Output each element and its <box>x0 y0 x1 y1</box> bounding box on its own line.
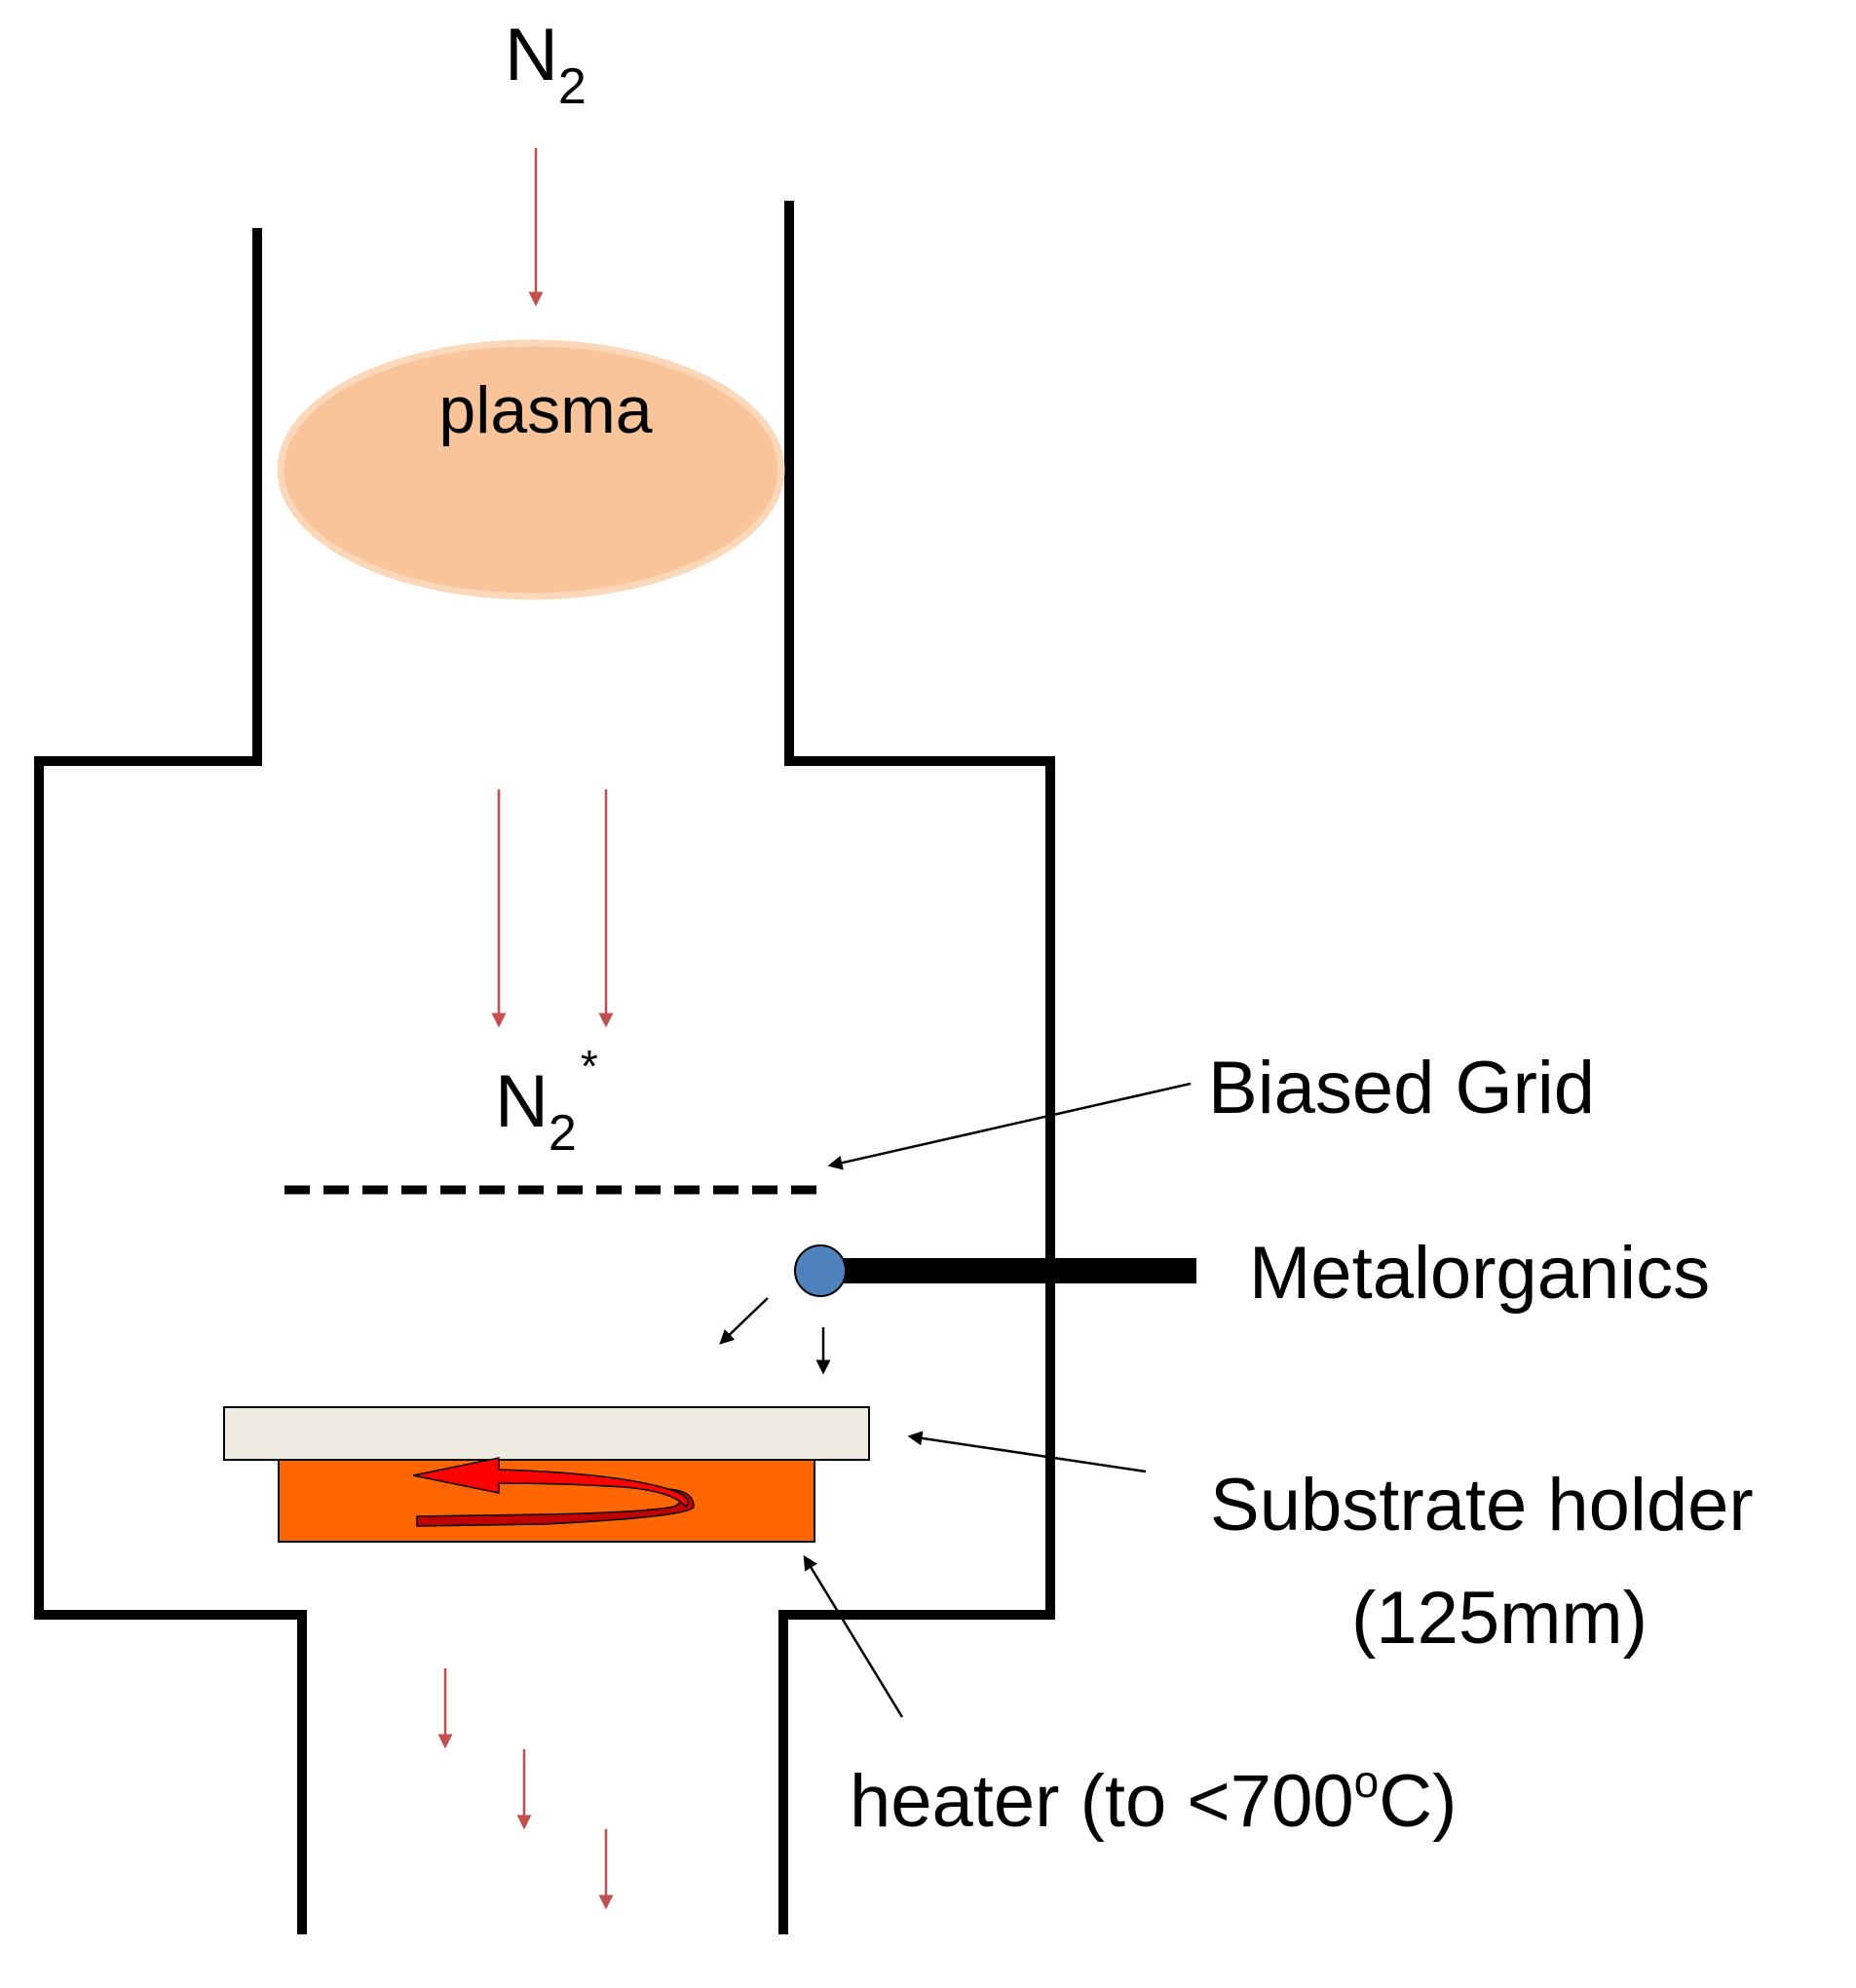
substrate-holder-label-line1: Substrate holder <box>1210 1464 1754 1547</box>
metalorganics-label: Metalorganics <box>1249 1232 1710 1315</box>
right-wall <box>778 201 1055 1934</box>
biased-grid-pointer <box>827 1082 1192 1170</box>
metalorganics-nozzle <box>794 1244 847 1297</box>
plasma-label: plasma <box>438 373 652 447</box>
left-wall <box>34 228 307 1934</box>
substrate-holder <box>223 1406 870 1461</box>
biased-grid-label: Biased Grid <box>1208 1047 1595 1129</box>
n2-inlet-label: N2 <box>505 14 587 115</box>
reactor-walls <box>34 201 1055 1934</box>
heater-label: heater (to <700oC) <box>850 1756 1457 1843</box>
plasma-region <box>277 339 785 600</box>
gas-flow-arrows <box>437 148 614 1910</box>
precursor-arrow-diagonal <box>719 1297 769 1345</box>
rotation-arrow-icon <box>412 1457 695 1527</box>
substrate-holder-pointer <box>907 1431 1147 1473</box>
precursor-flow-arrows <box>719 1297 831 1375</box>
substrate-holder-label-line2: (125mm) <box>1351 1577 1648 1660</box>
heater-pointer <box>803 1554 904 1718</box>
n2-excited-label: N2* <box>495 1041 598 1162</box>
